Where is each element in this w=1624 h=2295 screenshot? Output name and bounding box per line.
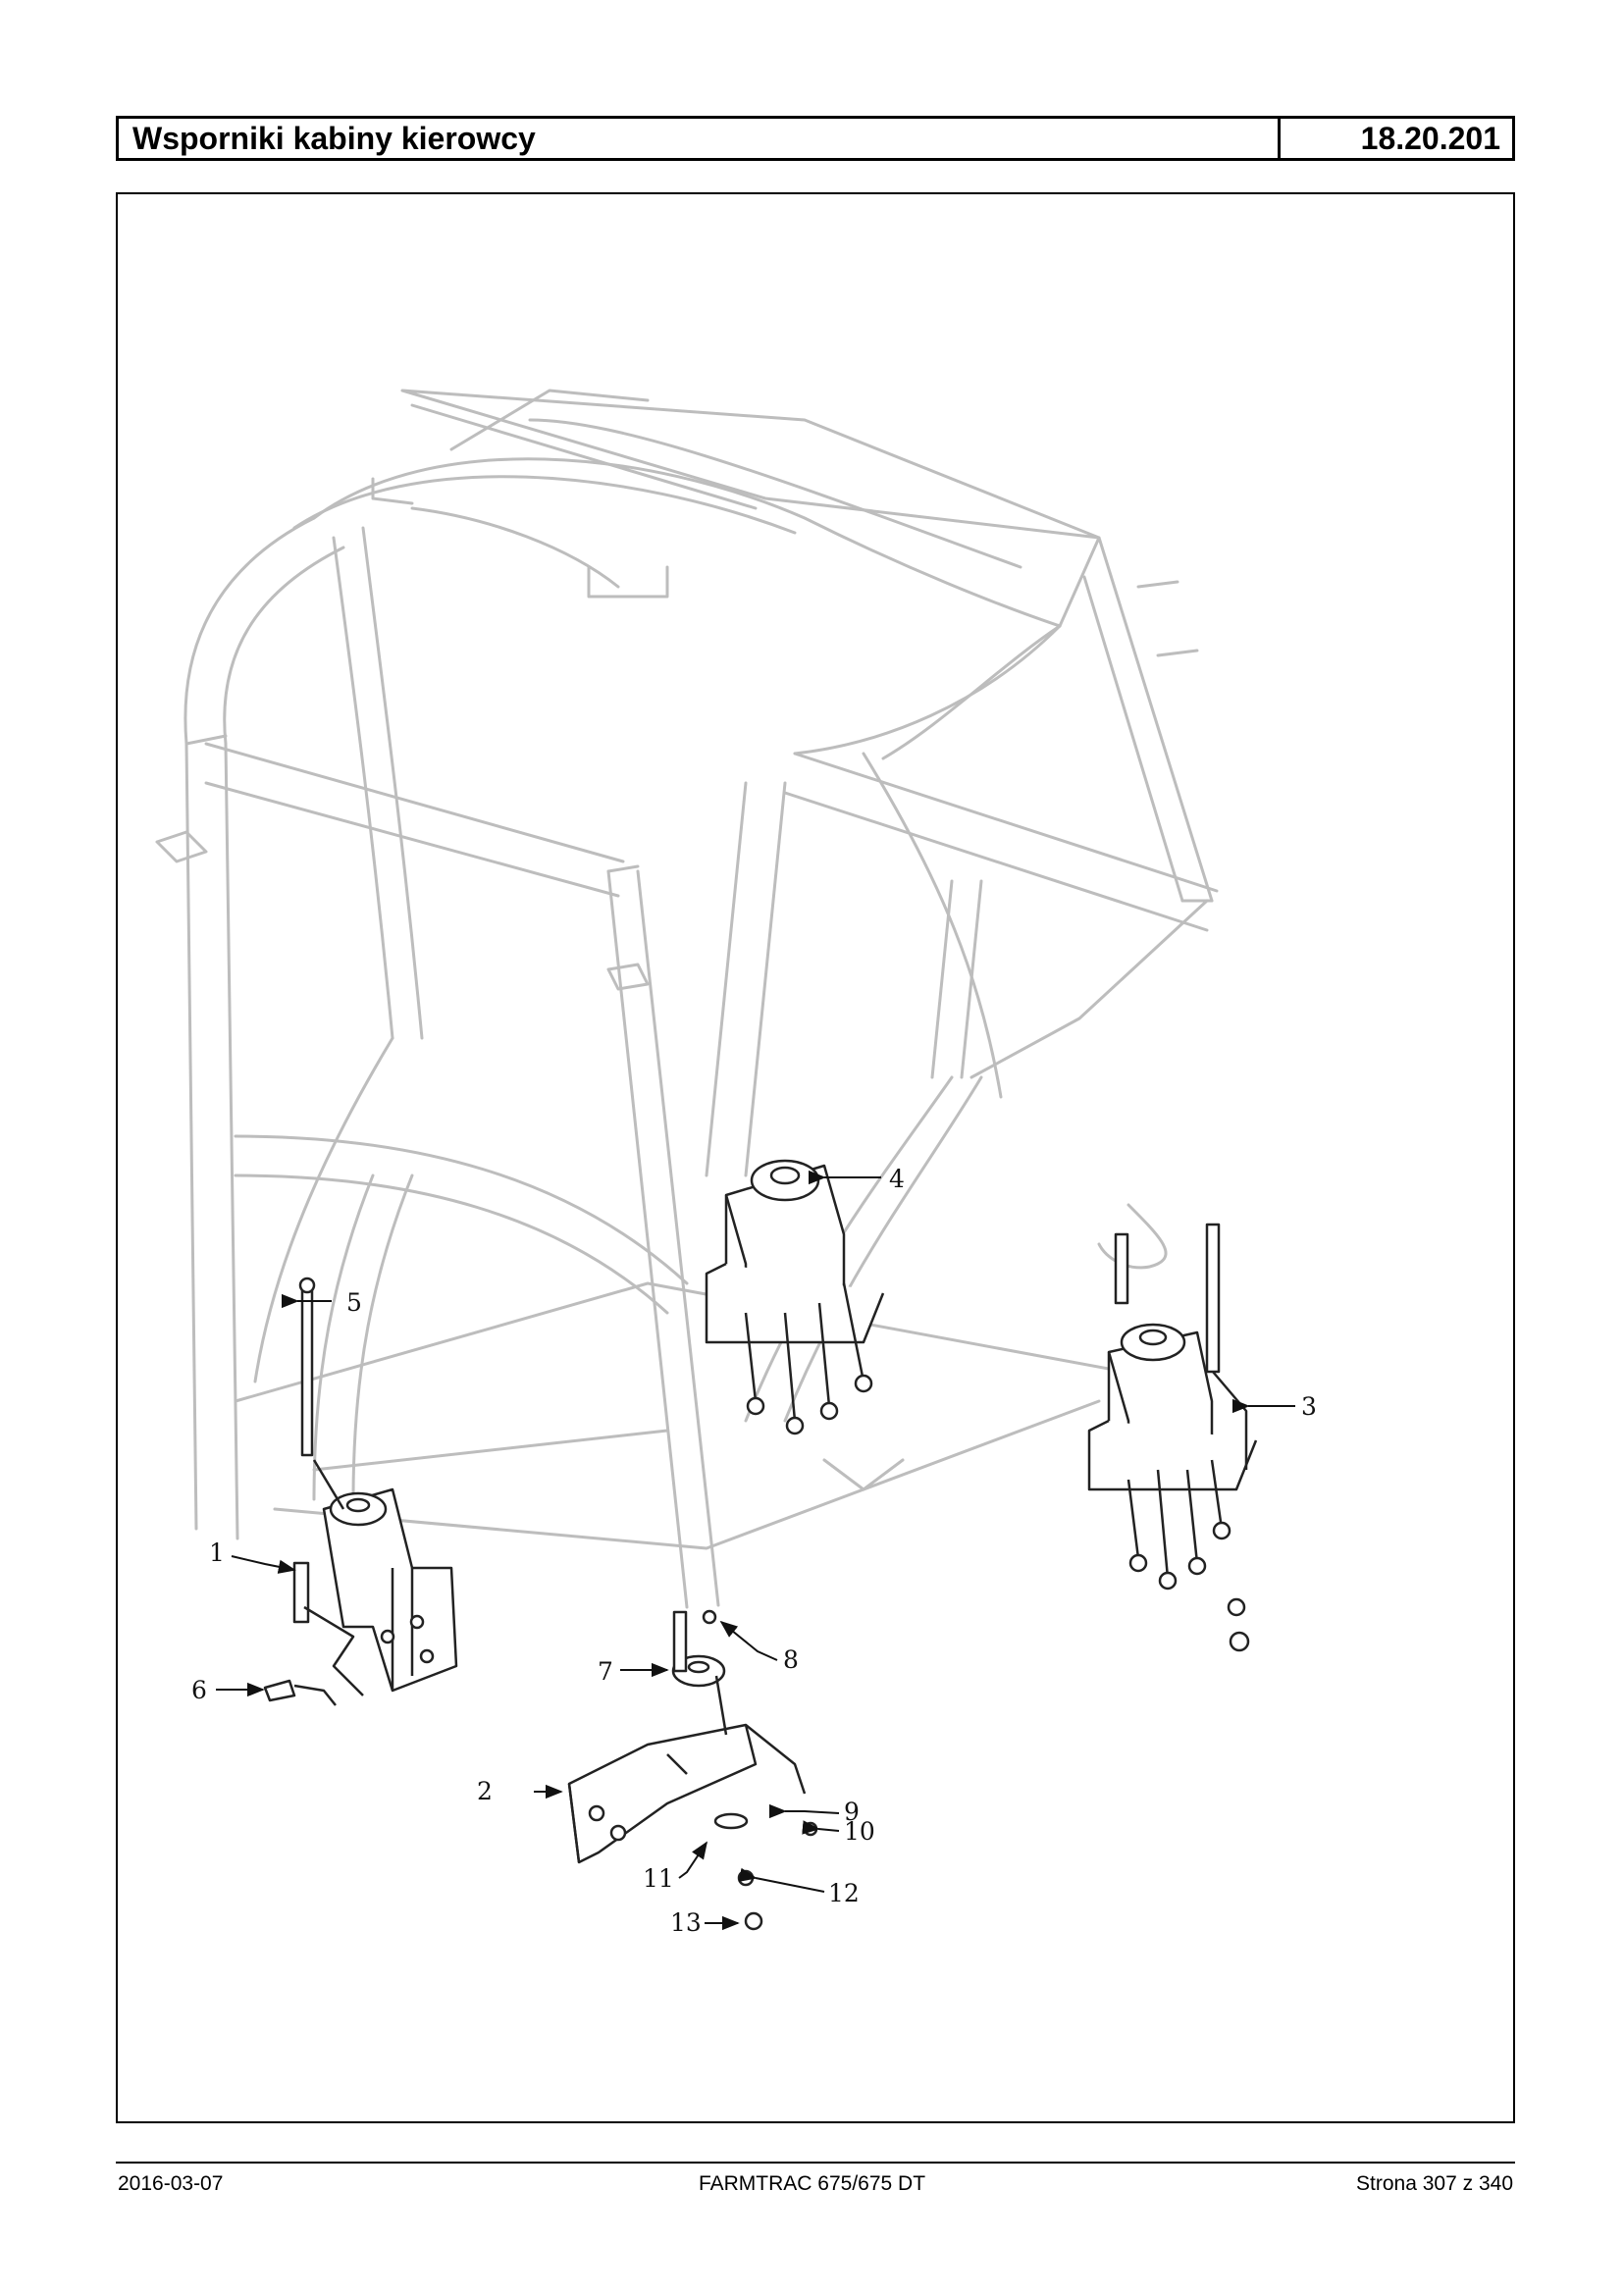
diagram-frame: 1 2 3 4 5 6 7 8 9 10 11 12 13 [116, 192, 1515, 2123]
page-title: Wsporniki kabiny kierowcy [119, 119, 1281, 158]
footer-page-number: Strona 307 z 340 [1356, 2172, 1513, 2195]
section-code: 18.20.201 [1360, 121, 1500, 156]
callout-leaders [216, 1170, 1295, 1931]
footer-date: 2016-03-07 [118, 2172, 224, 2195]
footer-rule [116, 2162, 1515, 2164]
callout-5: 5 [346, 1288, 362, 1317]
footer-model: FARMTRAC 675/675 DT [698, 2172, 926, 2195]
exploded-view-diagram: 1 2 3 4 5 6 7 8 9 10 11 12 13 [155, 389, 1317, 1937]
callout-3: 3 [1301, 1392, 1317, 1421]
mount-bracket-3 [1087, 1223, 1258, 1652]
cab-frame [155, 389, 1219, 1609]
callout-1: 1 [209, 1539, 225, 1567]
callout-10: 10 [844, 1817, 875, 1846]
callout-13: 13 [670, 1908, 702, 1937]
mount-bracket-1 [263, 1277, 458, 1706]
callout-9: 9 [844, 1798, 860, 1826]
page-header: Wsporniki kabiny kierowcy 18.20.201 [116, 116, 1515, 161]
callout-6: 6 [191, 1676, 207, 1704]
callout-4: 4 [889, 1165, 905, 1193]
callout-12: 12 [828, 1879, 860, 1907]
callout-8: 8 [783, 1645, 799, 1674]
callout-7: 7 [598, 1657, 613, 1686]
callout-11: 11 [643, 1864, 674, 1893]
mount-bracket-4 [705, 1159, 885, 1435]
callout-2: 2 [477, 1777, 493, 1805]
